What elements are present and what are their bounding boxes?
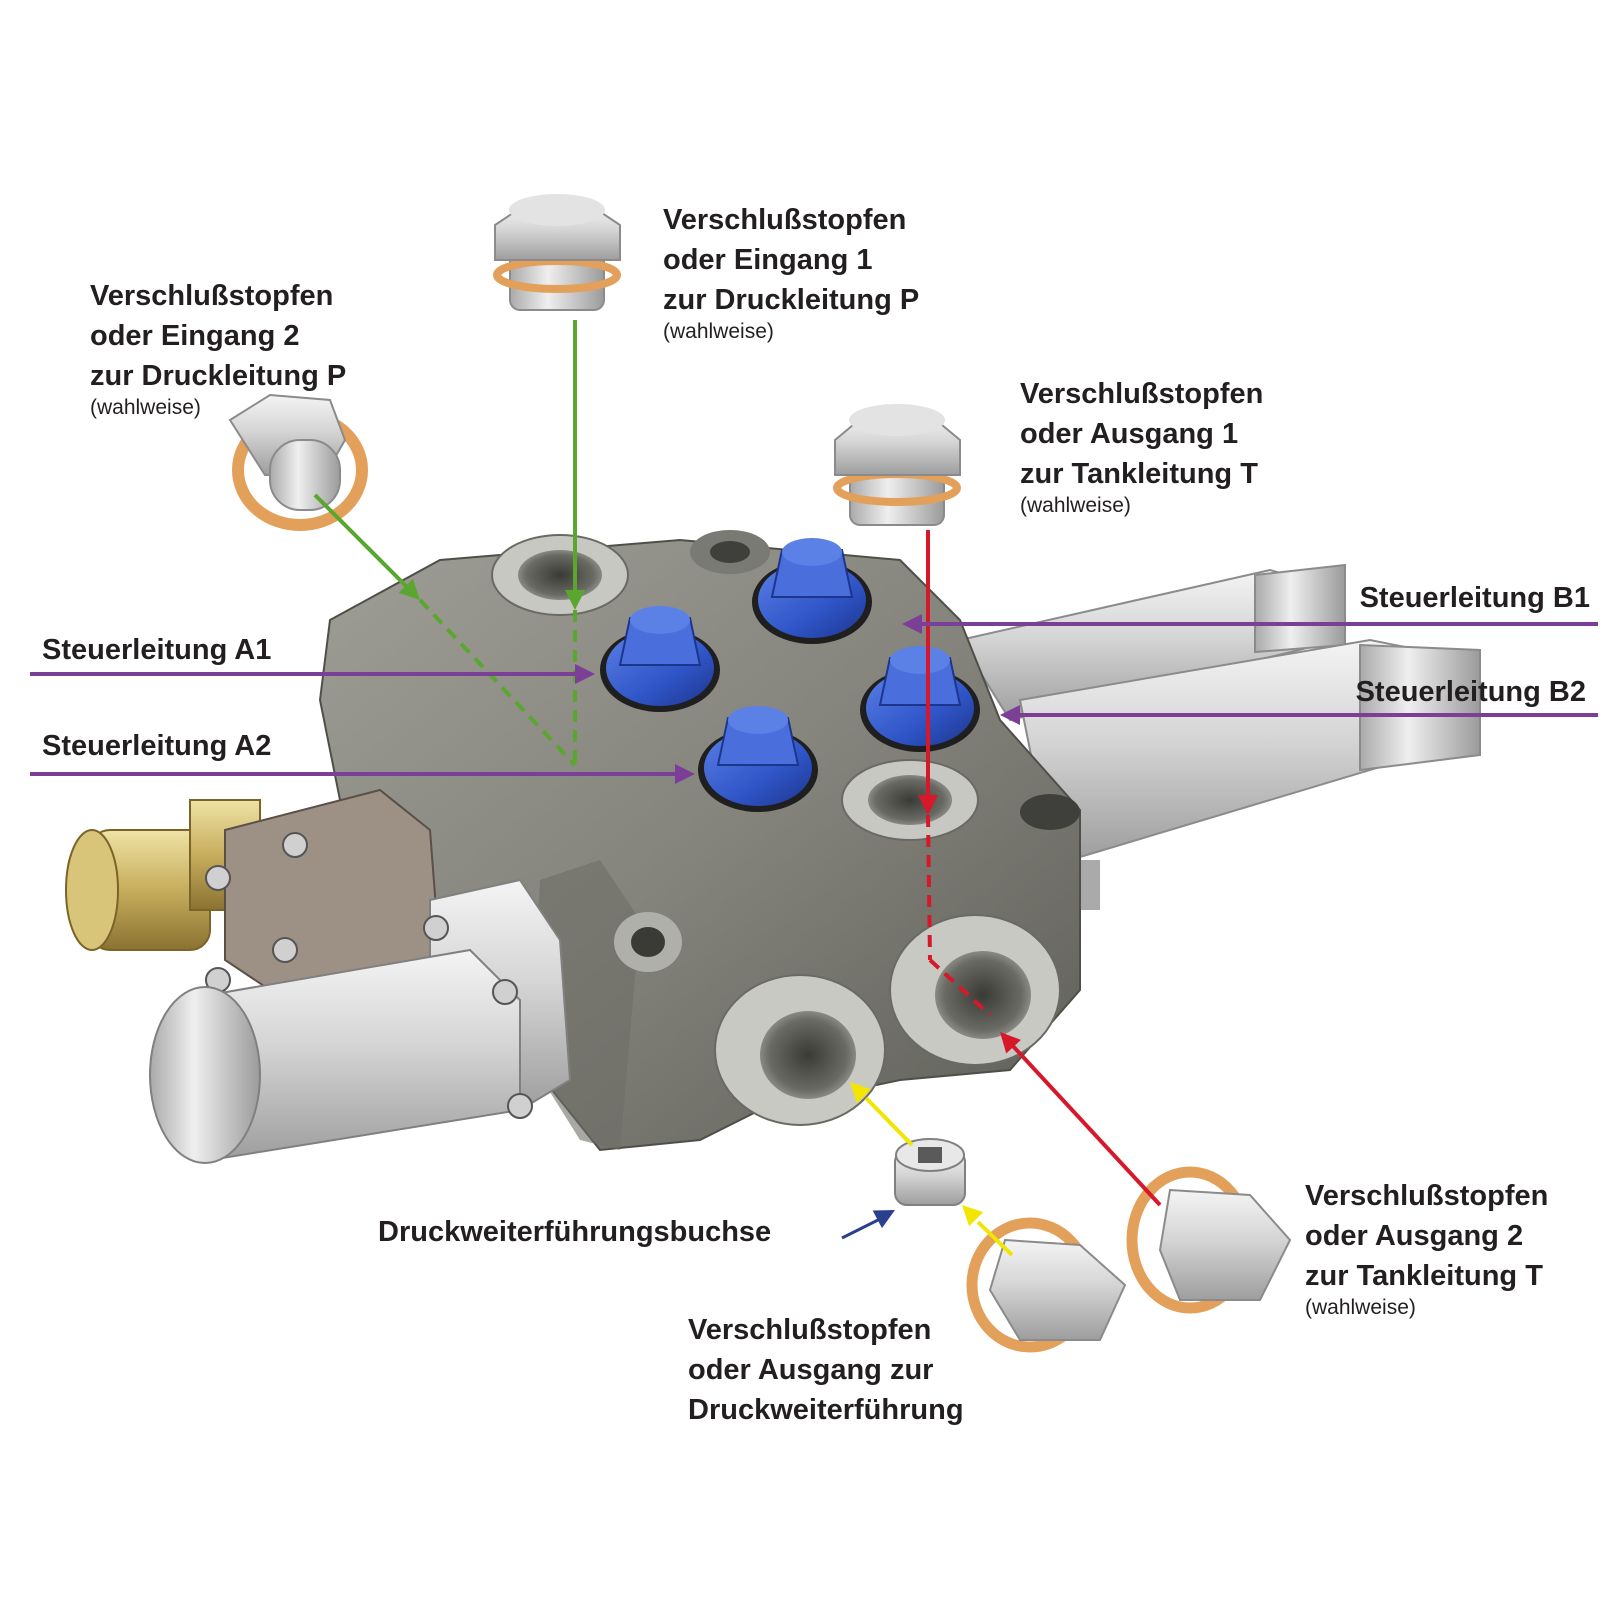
label-plug-inlet2-line1: Verschlußstopfen [90, 280, 334, 312]
blue-plug-b1 [752, 538, 872, 644]
label-control-b1: Steuerleitung B1 [1359, 582, 1590, 614]
label-control-a2: Steuerleitung A2 [42, 730, 272, 762]
label-plug-inlet1-note: (wahlweise) [663, 320, 774, 343]
arrow-outlet1-dashed [926, 814, 932, 961]
label-plug-power-beyond-line1: Verschlußstopfen [688, 1314, 932, 1346]
label-plug-inlet2-line2: oder Eingang 2 [90, 320, 300, 352]
control-housing [205, 788, 442, 993]
arrow-pb-sleeve-line [864, 1096, 914, 1147]
label-plug-power-beyond-line2: oder Ausgang zur [688, 1354, 934, 1386]
blue-plug-a1 [600, 606, 720, 712]
arrow-outlet1-head [918, 795, 938, 815]
arrow-outlet1-dashed2 [928, 958, 992, 1017]
label-plug-outlet1: Verschlußstopfen oder Ausgang 1 zur Tank… [1020, 374, 1263, 518]
label-plug-outlet2: Verschlußstopfen oder Ausgang 2 zur Tank… [1305, 1176, 1548, 1320]
label-sleeve: Druckweiterführungsbuchse [378, 1216, 772, 1248]
arrow-outlet2-head [1000, 1032, 1021, 1054]
label-plug-outlet2-line3: zur Tankleitung T [1305, 1260, 1543, 1292]
label-plug-outlet1-note: (wahlweise) [1020, 494, 1131, 517]
label-plug-outlet2-note: (wahlweise) [1305, 1296, 1416, 1319]
arrow-outlet2-solid [1010, 1043, 1162, 1207]
label-plug-outlet2-line2: oder Ausgang 2 [1305, 1220, 1524, 1252]
arrow-inlet1-head [565, 590, 585, 610]
arrow-b2-head [1000, 705, 1020, 725]
plug-outlet1-image [833, 404, 961, 526]
arrow-sleeve-head [872, 1210, 895, 1229]
arrow-a1-head [575, 664, 595, 684]
plug-inlet1-image [493, 194, 621, 311]
arrow-layer [30, 320, 1598, 1257]
label-plug-inlet1-line1: Verschlußstopfen [663, 204, 907, 236]
label-plug-inlet1-line2: oder Eingang 1 [663, 244, 873, 276]
arrow-pb-plug-line [976, 1220, 1014, 1257]
plug-power-beyond-image [966, 1217, 1127, 1353]
label-plug-outlet1-line2: oder Ausgang 1 [1020, 418, 1239, 450]
label-plug-power-beyond-line3: Druckweiterführung [688, 1394, 964, 1426]
label-plug-inlet1-line3: zur Druckleitung P [663, 284, 920, 316]
label-plug-outlet2-line1: Verschlußstopfen [1305, 1180, 1549, 1212]
spring-cap [149, 878, 572, 1164]
label-plug-inlet2-note: (wahlweise) [90, 396, 201, 419]
arrow-inlet2-head [398, 578, 420, 600]
label-plug-power-beyond: Verschlußstopfen oder Ausgang zur Druckw… [688, 1310, 964, 1430]
arrow-sleeve-line [841, 1218, 879, 1240]
spool-rear [958, 563, 1346, 722]
plug-inlet2-image [228, 393, 368, 531]
plug-outlet2-image [1126, 1166, 1292, 1314]
label-plug-inlet2-line3: zur Druckleitung P [90, 360, 347, 392]
blue-plug-a2 [698, 706, 818, 812]
arrow-b1-head [902, 614, 922, 634]
label-control-a1: Steuerleitung A1 [42, 634, 272, 666]
arrow-pb-sleeve-head [850, 1082, 872, 1104]
blue-plug-b2 [860, 646, 980, 752]
sleeve-image [894, 1138, 966, 1206]
arrow-a2-head [675, 764, 695, 784]
label-plug-outlet1-line1: Verschlußstopfen [1020, 378, 1264, 410]
arrow-inlet2-dashed [418, 598, 577, 767]
label-plug-outlet1-line3: zur Tankleitung T [1020, 458, 1258, 490]
label-plug-inlet2: Verschlußstopfen oder Eingang 2 zur Druc… [90, 276, 346, 420]
label-control-b2: Steuerleitung B2 [1355, 676, 1586, 708]
arrow-pb-plug-head [962, 1205, 984, 1227]
arrow-inlet2-solid [313, 493, 414, 594]
label-plug-inlet1: Verschlußstopfen oder Eingang 1 zur Druc… [663, 200, 919, 344]
